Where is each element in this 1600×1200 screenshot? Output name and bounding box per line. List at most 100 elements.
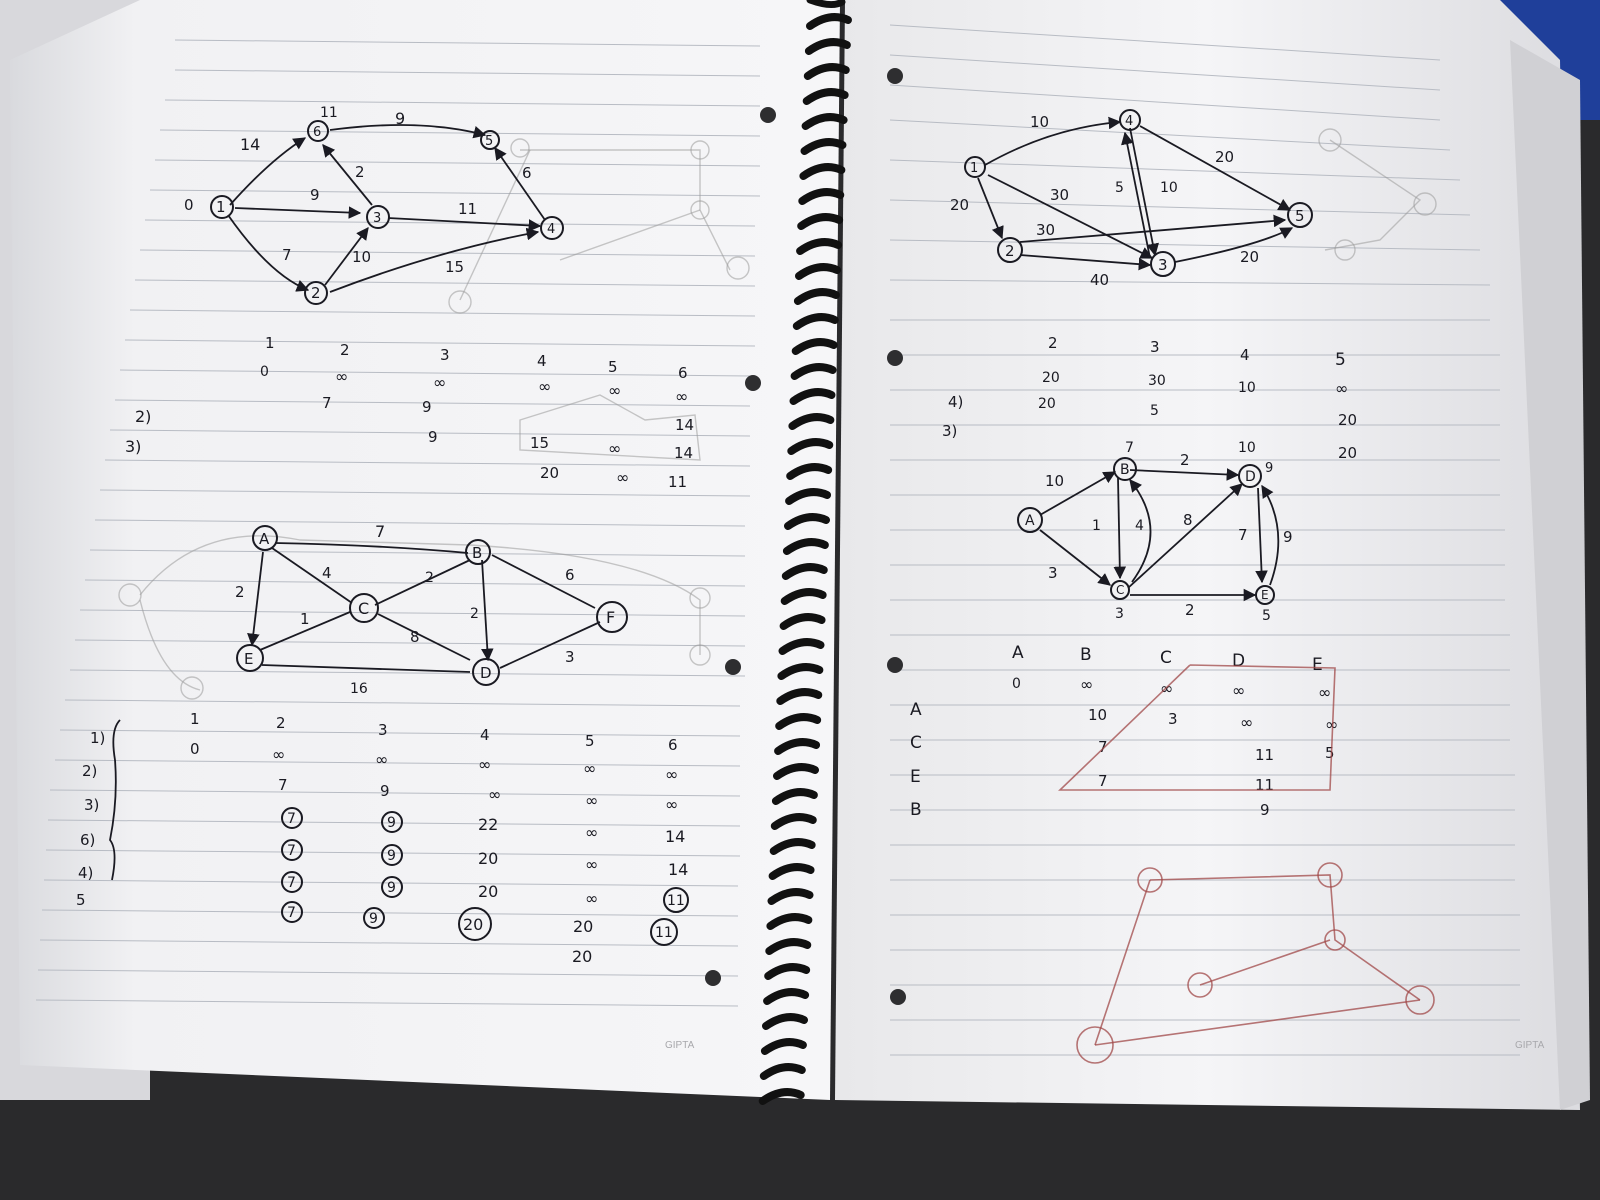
- svg-text:6: 6: [668, 736, 678, 754]
- svg-text:22: 22: [478, 815, 498, 834]
- node-B: [1113, 457, 1137, 481]
- edge-weight: 14: [240, 135, 260, 154]
- node-B: [465, 539, 491, 565]
- spiral-coil: [795, 263, 841, 280]
- svg-text:20: 20: [1042, 370, 1060, 386]
- spiral-coil: [802, 88, 849, 105]
- svg-text:4: 4: [480, 726, 490, 744]
- svg-text:D: D: [1245, 469, 1256, 485]
- svg-text:9: 9: [1260, 801, 1270, 819]
- svg-text:A: A: [259, 530, 270, 548]
- left-graph-1: 1 2 3 4 5 6 0 14 11 9 2 9 6 11 7 10 15: [184, 105, 564, 305]
- svg-text:7: 7: [1238, 526, 1248, 544]
- svg-text:5: 5: [1325, 744, 1335, 762]
- svg-text:30: 30: [1148, 373, 1166, 389]
- spiral-coil: [778, 638, 825, 655]
- svg-text:11: 11: [1255, 776, 1274, 794]
- svg-text:1: 1: [1092, 518, 1101, 534]
- edge-weight: 6: [522, 164, 532, 182]
- spiral-coil: [781, 563, 828, 580]
- svg-text:C: C: [1160, 648, 1172, 668]
- spiral-coil: [758, 1088, 805, 1105]
- svg-text:8: 8: [410, 628, 420, 646]
- svg-text:∞: ∞: [608, 381, 621, 400]
- brand-logo-right: GIPTA: [1515, 1040, 1545, 1051]
- edge-weight: 11: [458, 200, 477, 218]
- spiral-coil: [798, 188, 845, 205]
- spiral-coil: [803, 63, 850, 80]
- svg-text:2: 2: [1048, 334, 1058, 352]
- svg-text:10: 10: [1030, 113, 1049, 131]
- row-label: 3): [125, 437, 141, 456]
- node-label: 6: [313, 125, 321, 140]
- row-label: 1): [90, 729, 105, 747]
- svg-text:D: D: [480, 664, 492, 682]
- svg-text:9: 9: [387, 848, 396, 864]
- svg-text:20: 20: [1038, 396, 1056, 412]
- svg-text:∞: ∞: [665, 765, 678, 784]
- spiral-coil: [799, 163, 846, 180]
- row-label: 2): [82, 762, 97, 780]
- svg-text:2: 2: [235, 583, 245, 601]
- svg-text:C: C: [1116, 583, 1124, 597]
- spiral-coil: [779, 613, 826, 630]
- node-3: [1150, 251, 1176, 277]
- svg-text:∞: ∞: [272, 745, 285, 764]
- edge-weight: 10: [352, 248, 371, 266]
- svg-text:30: 30: [1036, 221, 1055, 239]
- row-label: E: [910, 767, 921, 787]
- svg-text:∞: ∞: [616, 468, 629, 487]
- svg-text:9: 9: [369, 911, 378, 927]
- spiral-coil: [775, 713, 822, 730]
- svg-text:5: 5: [1115, 180, 1124, 196]
- source-distance: 0: [184, 196, 194, 214]
- spiral-coil: [769, 838, 816, 855]
- svg-text:6: 6: [565, 566, 575, 584]
- node-C: [349, 593, 379, 623]
- svg-text:∞: ∞: [1080, 675, 1093, 694]
- svg-text:7: 7: [1098, 738, 1108, 756]
- node-label: 1: [216, 198, 226, 216]
- svg-text:20: 20: [572, 947, 592, 966]
- spiral-coil: [788, 413, 835, 430]
- svg-text:7: 7: [1125, 440, 1134, 456]
- spiral-coil: [793, 288, 840, 305]
- svg-text:14: 14: [674, 444, 693, 462]
- spiral-coil: [785, 488, 832, 505]
- svg-text:9: 9: [428, 428, 438, 446]
- svg-text:9: 9: [1265, 461, 1273, 476]
- brand-logo-left: GIPTA: [665, 1040, 695, 1051]
- svg-text:9: 9: [380, 782, 390, 800]
- svg-text:∞: ∞: [585, 823, 598, 842]
- svg-text:∞: ∞: [665, 795, 678, 814]
- svg-text:8: 8: [1183, 511, 1193, 529]
- svg-text:10: 10: [1088, 706, 1107, 724]
- spiral-coil: [774, 738, 821, 755]
- svg-text:14: 14: [665, 827, 685, 846]
- right-graph-2: A B C D E 10 3 1 4 2 8 7 9 2 7 9 3 5: [1017, 440, 1293, 624]
- node-6: [307, 120, 329, 142]
- svg-text:10: 10: [1045, 472, 1064, 490]
- svg-text:30: 30: [1050, 186, 1069, 204]
- svg-text:B: B: [472, 544, 482, 562]
- svg-text:B: B: [1080, 645, 1092, 665]
- row-label: 3): [84, 796, 99, 814]
- spiral-coil: [784, 513, 830, 530]
- row-label: 6): [80, 831, 95, 849]
- svg-text:2: 2: [1185, 601, 1195, 619]
- svg-text:0: 0: [190, 740, 200, 758]
- row-label: 5: [76, 891, 86, 909]
- svg-text:3: 3: [1150, 338, 1160, 356]
- node-label: 4: [547, 222, 555, 237]
- svg-text:4: 4: [322, 564, 332, 582]
- node-E: [1255, 585, 1275, 605]
- ghost-drawings: [118, 128, 1437, 700]
- svg-text:∞: ∞: [488, 785, 501, 804]
- svg-text:A: A: [1025, 513, 1035, 529]
- spiral-coil: [771, 788, 818, 805]
- edge-weight: 11: [320, 105, 338, 121]
- node-label: 3: [373, 211, 381, 226]
- svg-text:5: 5: [608, 358, 618, 376]
- svg-text:20: 20: [478, 849, 498, 868]
- svg-text:A: A: [1012, 643, 1024, 663]
